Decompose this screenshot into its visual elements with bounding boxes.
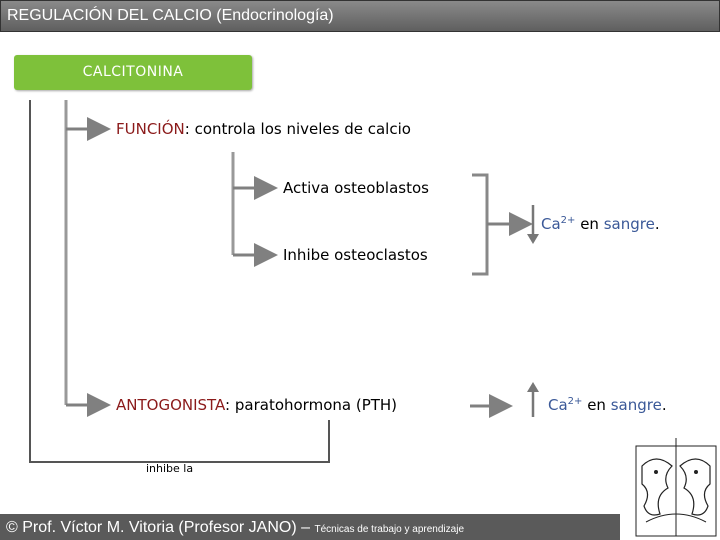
ca-charge: 2+ [561,215,576,226]
period: . [655,215,660,233]
bracket [472,175,487,274]
funcion-text: : controla los niveles de calcio [185,120,411,138]
footer-main: © Prof. Víctor M. Vitoria (Profesor JANO… [6,519,314,536]
activa-text: Activa osteoblastos [283,179,429,197]
sangre-label: sangre [611,396,662,414]
inhibe-la-label: inhibe la [146,462,193,475]
funcion-term: FUNCIÓN [116,120,185,138]
sangre-label: sangre [604,215,655,233]
inhibe-text: Inhibe osteoclastos [283,246,428,264]
ca-charge: 2+ [568,396,583,407]
funcion-row: FUNCIÓN: controla los niveles de calcio [116,120,411,138]
footer-sub: Técnicas de trabajo y aprendizaje [314,524,464,535]
down-arrowhead-1 [527,234,539,244]
footer-bar: © Prof. Víctor M. Vitoria (Profesor JANO… [0,514,620,540]
footer-text: © Prof. Víctor M. Vitoria (Profesor JANO… [6,519,464,537]
result-1: Ca2+ en sangre. [541,215,660,233]
ca-label: Ca [548,396,568,414]
ca-label: Ca [541,215,561,233]
up-arrowhead-2 [527,382,539,392]
en-label: en [582,396,610,414]
jano-logo-icon [632,436,720,540]
antagonista-row: ANTOGONISTA: paratohormona (PTH) [116,396,397,414]
antagonista-text: : paratohormona (PTH) [225,396,397,414]
antagonista-term: ANTOGONISTA [116,396,225,414]
result-2: Ca2+ en sangre. [548,396,667,414]
period: . [662,396,667,414]
en-label: en [575,215,603,233]
